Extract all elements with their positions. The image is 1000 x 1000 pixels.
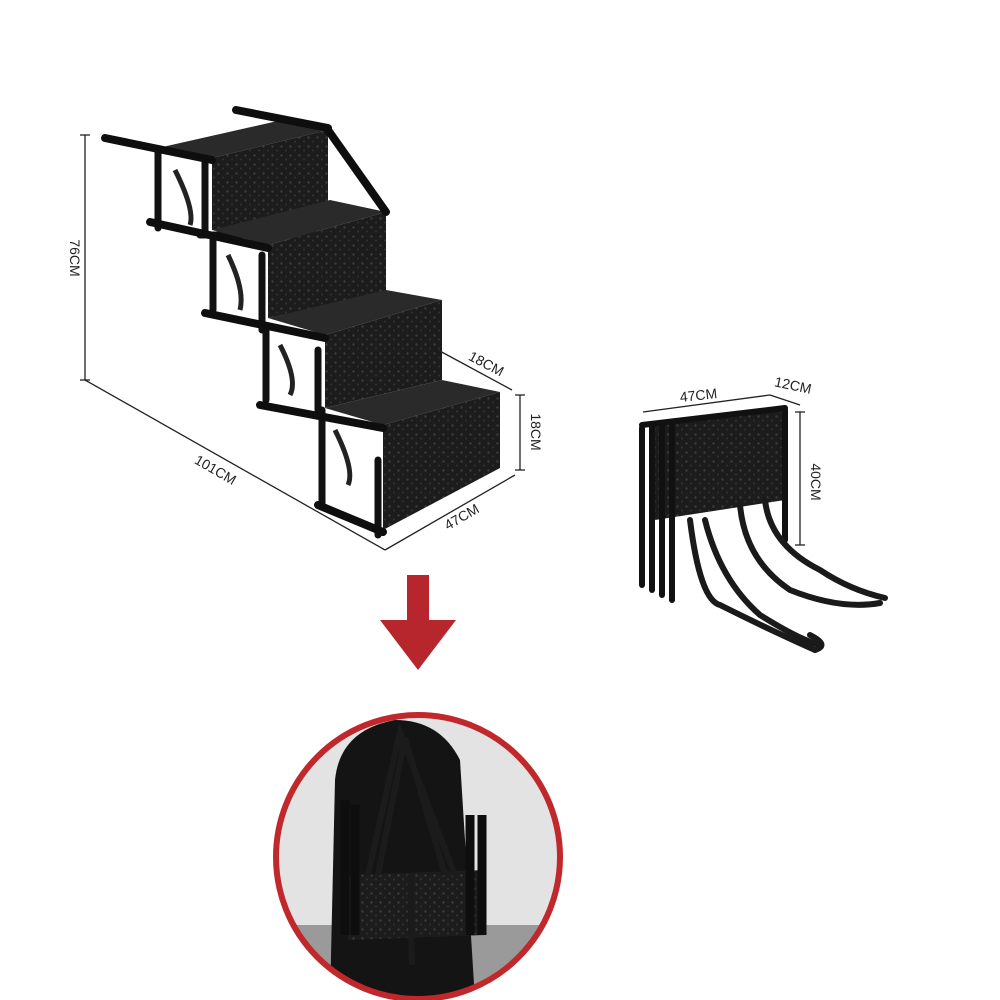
- unfolded-dog-stairs: [101, 106, 500, 539]
- folded-depth-label: 12CM: [773, 373, 813, 396]
- carrying-photo: [273, 712, 563, 1000]
- folded-height-label: 40CM: [808, 463, 824, 500]
- down-arrow-icon: [380, 575, 456, 670]
- folded-dog-stairs: [639, 405, 888, 654]
- folded-dimension-lines: [642, 394, 805, 546]
- unfolded-dimension-lines: [80, 134, 525, 551]
- unfolded-length-label: 101CM: [192, 451, 239, 487]
- step-depth-label: 18CM: [466, 348, 506, 380]
- folded-width-label: 47CM: [679, 385, 718, 405]
- unfolded-height-label: 76CM: [67, 239, 83, 276]
- step-height-label: 18CM: [528, 413, 544, 450]
